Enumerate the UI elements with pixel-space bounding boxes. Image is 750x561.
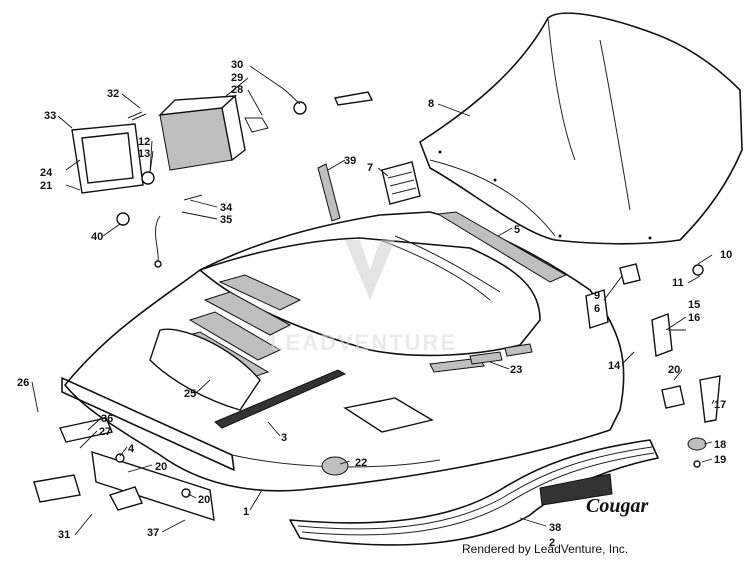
callout-11: 11	[672, 277, 684, 289]
strap	[317, 163, 341, 222]
cougar-decal-text: Cougar	[586, 495, 648, 517]
callout-30: 30	[231, 59, 243, 71]
right-hardware	[585, 263, 721, 468]
callout-34: 34	[220, 202, 233, 214]
callout-3: 3	[281, 432, 287, 444]
callout-26: 26	[17, 377, 29, 389]
headlight-assembly	[71, 91, 374, 268]
callout-28: 28	[231, 84, 243, 96]
callout-10: 10	[720, 249, 732, 261]
callout-25: 25	[184, 388, 196, 400]
callout-39: 39	[344, 155, 356, 167]
callout-32: 32	[107, 88, 119, 100]
callout-24: 24	[40, 167, 53, 179]
vent-duct	[436, 211, 568, 283]
callout-16: 16	[688, 312, 700, 324]
callout-35: 35	[220, 214, 232, 226]
callout-5: 5	[514, 224, 520, 236]
callout-6: 6	[594, 303, 600, 315]
callout-14: 14	[608, 360, 621, 372]
callout-8: 8	[428, 98, 434, 110]
callout-2: 2	[549, 537, 555, 549]
hood	[61, 211, 625, 492]
callout-36: 36	[101, 413, 113, 425]
decal-plate	[381, 161, 421, 205]
callout-22: 22	[355, 457, 367, 469]
callout-20-bracket: 20	[155, 461, 167, 473]
windshield	[419, 12, 743, 245]
watermark-text: LEADVENTURE	[270, 330, 457, 355]
callouts: 1 2 3 4 5 6 7 8 9 10 11 12 13 14 15 16 1…	[17, 59, 732, 549]
callout-27: 27	[99, 426, 111, 438]
callout-23: 23	[510, 364, 522, 376]
callout-9: 9	[594, 290, 600, 302]
watermark: LEADVENTURE	[270, 240, 457, 355]
callout-19: 19	[714, 454, 726, 466]
callout-20-right: 20	[668, 364, 680, 376]
callout-7: 7	[367, 162, 373, 174]
front-hardware	[33, 417, 215, 522]
leader-lines	[31, 65, 715, 536]
callout-31: 31	[58, 529, 70, 541]
callout-17: 17	[714, 399, 726, 411]
callout-20-nut: 20	[198, 494, 210, 506]
callout-38: 38	[549, 522, 561, 534]
rendered-by-credit: Rendered by LeadVenture, Inc.	[462, 542, 629, 556]
callout-15: 15	[688, 299, 700, 311]
callout-18: 18	[714, 439, 726, 451]
callout-1: 1	[243, 506, 249, 518]
callout-33: 33	[44, 110, 56, 122]
callout-37: 37	[147, 527, 159, 539]
callout-4: 4	[128, 443, 135, 455]
side-decal: Cougar	[289, 439, 659, 546]
callout-21: 21	[40, 180, 52, 192]
callout-29: 29	[231, 72, 243, 84]
callout-13: 13	[138, 148, 150, 160]
callout-12: 12	[138, 136, 150, 148]
callout-40: 40	[91, 231, 103, 243]
